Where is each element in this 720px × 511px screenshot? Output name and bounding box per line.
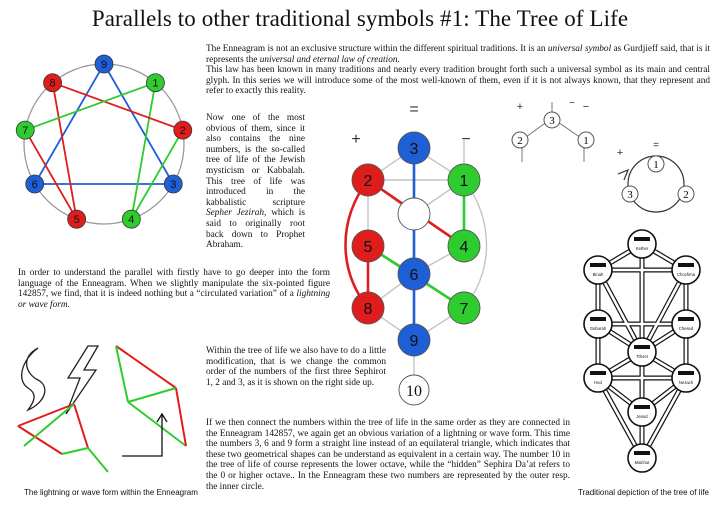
sephira-binah: Binah <box>583 255 613 285</box>
svg-text:Geburah: Geburah <box>590 326 607 331</box>
sephira-nezach: Nezach <box>671 363 701 393</box>
plus-sign: + <box>351 131 360 148</box>
minus-sign: − <box>461 131 470 148</box>
svg-text:5: 5 <box>74 214 80 226</box>
lightning-icon <box>65 345 100 415</box>
tree-of-life-figure: 3 2 1 5 4 6 8 7 9 10 = + − <box>344 101 488 406</box>
conclusion-text: If we then connect the numbers within th… <box>206 418 570 492</box>
svg-text:3: 3 <box>170 179 176 191</box>
caption-traditional: Traditional depiction of the tree of lif… <box>578 488 709 497</box>
triad-diagram: 3 2 1 + − − <box>511 98 595 162</box>
enneagram-point-1: 1 <box>146 73 165 93</box>
enneagram-point-3: 3 <box>163 174 183 194</box>
sephira-jesod: Jesod <box>627 397 657 427</box>
tree-node-9: 9 <box>397 323 431 357</box>
svg-text:6: 6 <box>32 179 38 191</box>
svg-text:3: 3 <box>549 115 555 127</box>
caption-lightning: The lightning or wave form within the En… <box>24 488 198 497</box>
svg-text:=: = <box>653 140 659 151</box>
sephira-chochma: Chochma <box>671 255 701 285</box>
tree-node-4: 4 <box>447 229 481 263</box>
tree-node-7: 7 <box>447 291 481 325</box>
lightning-intro-text: In order to understand the parallel with… <box>18 268 330 310</box>
modification-text: Within the tree of life we also have to … <box>206 346 386 388</box>
svg-text:10: 10 <box>406 383 422 400</box>
svg-text:1: 1 <box>653 159 659 171</box>
svg-text:−: − <box>569 98 575 109</box>
enneagram-point-2: 2 <box>173 120 193 140</box>
zigzag-lightning <box>115 345 187 447</box>
svg-text:−: − <box>583 101 589 113</box>
sephira-chesed: Chesed <box>671 309 701 339</box>
page-title: Parallels to other traditional symbols #… <box>91 6 629 31</box>
tree-intro-text: Now one of the most obvious of them, sin… <box>206 113 305 251</box>
svg-text:3: 3 <box>410 141 419 158</box>
tree-node-daat <box>397 197 431 231</box>
svg-text:Tiferet: Tiferet <box>636 354 649 359</box>
tree-node-6: 6 <box>397 257 431 291</box>
svg-text:Kether: Kether <box>636 246 649 251</box>
tree-node-8: 8 <box>351 291 385 325</box>
svg-text:9: 9 <box>410 333 419 350</box>
enneagram-point-7: 7 <box>15 120 35 140</box>
svg-text:1: 1 <box>460 173 469 190</box>
wave-icon <box>21 347 46 412</box>
svg-text:8: 8 <box>50 78 56 90</box>
svg-text:6: 6 <box>410 267 419 284</box>
enneagram-point-9: 9 <box>94 54 114 74</box>
svg-text:2: 2 <box>683 189 689 201</box>
equal-sign: = <box>409 101 418 118</box>
tree-node-3: 3 <box>397 131 431 165</box>
svg-text:+: + <box>617 147 623 159</box>
enneagram-triangle <box>33 62 175 185</box>
zigzag-lower <box>17 403 109 473</box>
svg-text:3: 3 <box>627 189 633 201</box>
enneagram-point-8: 8 <box>43 73 62 93</box>
lightning-figures <box>17 345 187 473</box>
enneagram-hexad <box>24 81 184 220</box>
tree-node-5: 5 <box>351 229 385 263</box>
enneagram-point-5: 5 <box>67 209 87 229</box>
svg-text:7: 7 <box>460 301 469 318</box>
svg-text:Jesod: Jesod <box>636 414 648 419</box>
svg-text:9: 9 <box>101 59 107 71</box>
intro-text: The Enneagram is not an exclusive struct… <box>206 44 710 97</box>
svg-text:1: 1 <box>152 78 158 90</box>
svg-text:Chesed: Chesed <box>679 326 694 331</box>
sephira-tiferet: Tiferet <box>627 337 657 367</box>
arrow-icon <box>122 412 168 457</box>
sephira-malchut: Malchut <box>627 443 657 473</box>
svg-text:Chochma: Chochma <box>677 272 696 277</box>
circle-triad-diagram: 1 3 2 + = <box>617 140 695 213</box>
tree-node-1: 1 <box>447 163 481 197</box>
tree-node-2: 2 <box>351 163 385 197</box>
svg-text:4: 4 <box>128 214 134 226</box>
enneagram-point-4: 4 <box>121 209 141 229</box>
svg-text:Binah: Binah <box>593 272 604 277</box>
sephira-kether: Kether <box>627 229 657 259</box>
svg-text:2: 2 <box>517 135 523 147</box>
svg-text:+: + <box>517 101 523 113</box>
svg-text:1: 1 <box>583 135 589 147</box>
svg-text:2: 2 <box>180 125 186 137</box>
sephira-hod: Hod <box>583 363 613 393</box>
enneagram-point-6: 6 <box>25 174 45 194</box>
sephira-geburah: Geburah <box>583 309 613 339</box>
svg-text:7: 7 <box>22 125 28 137</box>
svg-text:2: 2 <box>364 173 373 190</box>
svg-text:5: 5 <box>364 239 373 256</box>
svg-text:Hod: Hod <box>594 380 602 385</box>
tree-node-10: 10 <box>398 374 430 406</box>
enneagram-figure: 9 1 2 3 4 5 6 7 8 <box>15 54 193 229</box>
svg-text:Nezach: Nezach <box>679 380 694 385</box>
svg-text:8: 8 <box>364 301 373 318</box>
svg-text:4: 4 <box>460 239 469 256</box>
svg-text:Malchut: Malchut <box>635 460 650 465</box>
